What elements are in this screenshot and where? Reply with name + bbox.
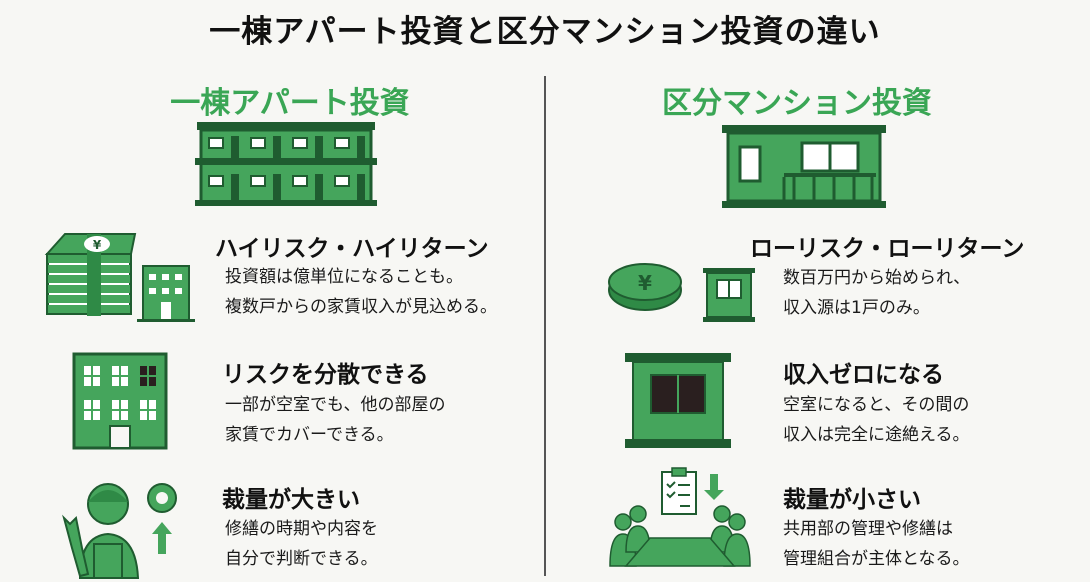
- single-unit-icon: [703, 268, 755, 322]
- body-line: 家賃でカバーできる。: [225, 425, 394, 445]
- body-line: 数百万円から始められ、: [783, 268, 971, 288]
- body-line: 管理組合が主体となる。: [783, 549, 970, 569]
- body-line: 収入は完全に途絶える。: [783, 425, 970, 445]
- office-building-icon: [137, 265, 195, 322]
- mansion-unit-icon: [722, 125, 886, 208]
- body-line: 修繕の時期や内容を: [225, 519, 378, 539]
- body-line: 収入源は1戸のみ。: [783, 298, 930, 318]
- page-title: 一棟アパート投資と区分マンション投資の違い: [209, 14, 881, 50]
- right-point-3-title: 裁量が小さい: [783, 487, 921, 513]
- left-column-heading: 一棟アパート投資: [170, 86, 410, 121]
- svg-text:¥: ¥: [93, 238, 102, 252]
- right-point-1-title: ローリスク・ローリターン: [750, 236, 1025, 262]
- left-point-2-title: リスクを分散できる: [222, 362, 429, 388]
- right-point-2-body: 空室になると、その間の 収入は完全に途絶える。: [783, 390, 970, 450]
- money-stack-icon: ¥: [44, 233, 137, 316]
- yen-coin-icon: ¥: [608, 263, 682, 311]
- two-story-apartment-icon: [195, 122, 377, 206]
- apartment-building-icon: [72, 352, 168, 450]
- vacant-unit-icon: [625, 353, 731, 448]
- body-line: 共用部の管理や修繕は: [783, 519, 953, 539]
- body-line: 複数戸からの家賃収入が見込める。: [225, 297, 497, 317]
- right-point-2-title: 収入ゼロになる: [783, 362, 944, 388]
- right-point-3-body: 共用部の管理や修繕は 管理組合が主体となる。: [783, 514, 970, 574]
- body-line: 投資額は億単位になることも。: [225, 267, 463, 287]
- column-divider: [544, 76, 546, 576]
- right-column-heading: 区分マンション投資: [662, 86, 932, 121]
- body-line: 一部が空室でも、他の部屋の: [225, 395, 446, 415]
- worker-with-wrench-icon: [62, 483, 177, 579]
- left-point-3-body: 修繕の時期や内容を 自分で判断できる。: [225, 514, 378, 574]
- body-line: 自分で判断できる。: [225, 549, 378, 569]
- svg-text:¥: ¥: [638, 271, 652, 295]
- body-line: 空室になると、その間の: [783, 395, 970, 415]
- left-point-1-title: ハイリスク・ハイリターン: [215, 236, 489, 262]
- right-point-1-body: 数百万円から始められ、 収入源は1戸のみ。: [783, 263, 970, 323]
- management-meeting-icon: [609, 467, 751, 567]
- left-point-3-title: 裁量が大きい: [222, 487, 360, 513]
- left-point-1-body: 投資額は億単位になることも。 複数戸からの家賃収入が見込める。: [225, 262, 497, 322]
- left-point-2-body: 一部が空室でも、他の部屋の 家賃でカバーできる。: [225, 390, 446, 450]
